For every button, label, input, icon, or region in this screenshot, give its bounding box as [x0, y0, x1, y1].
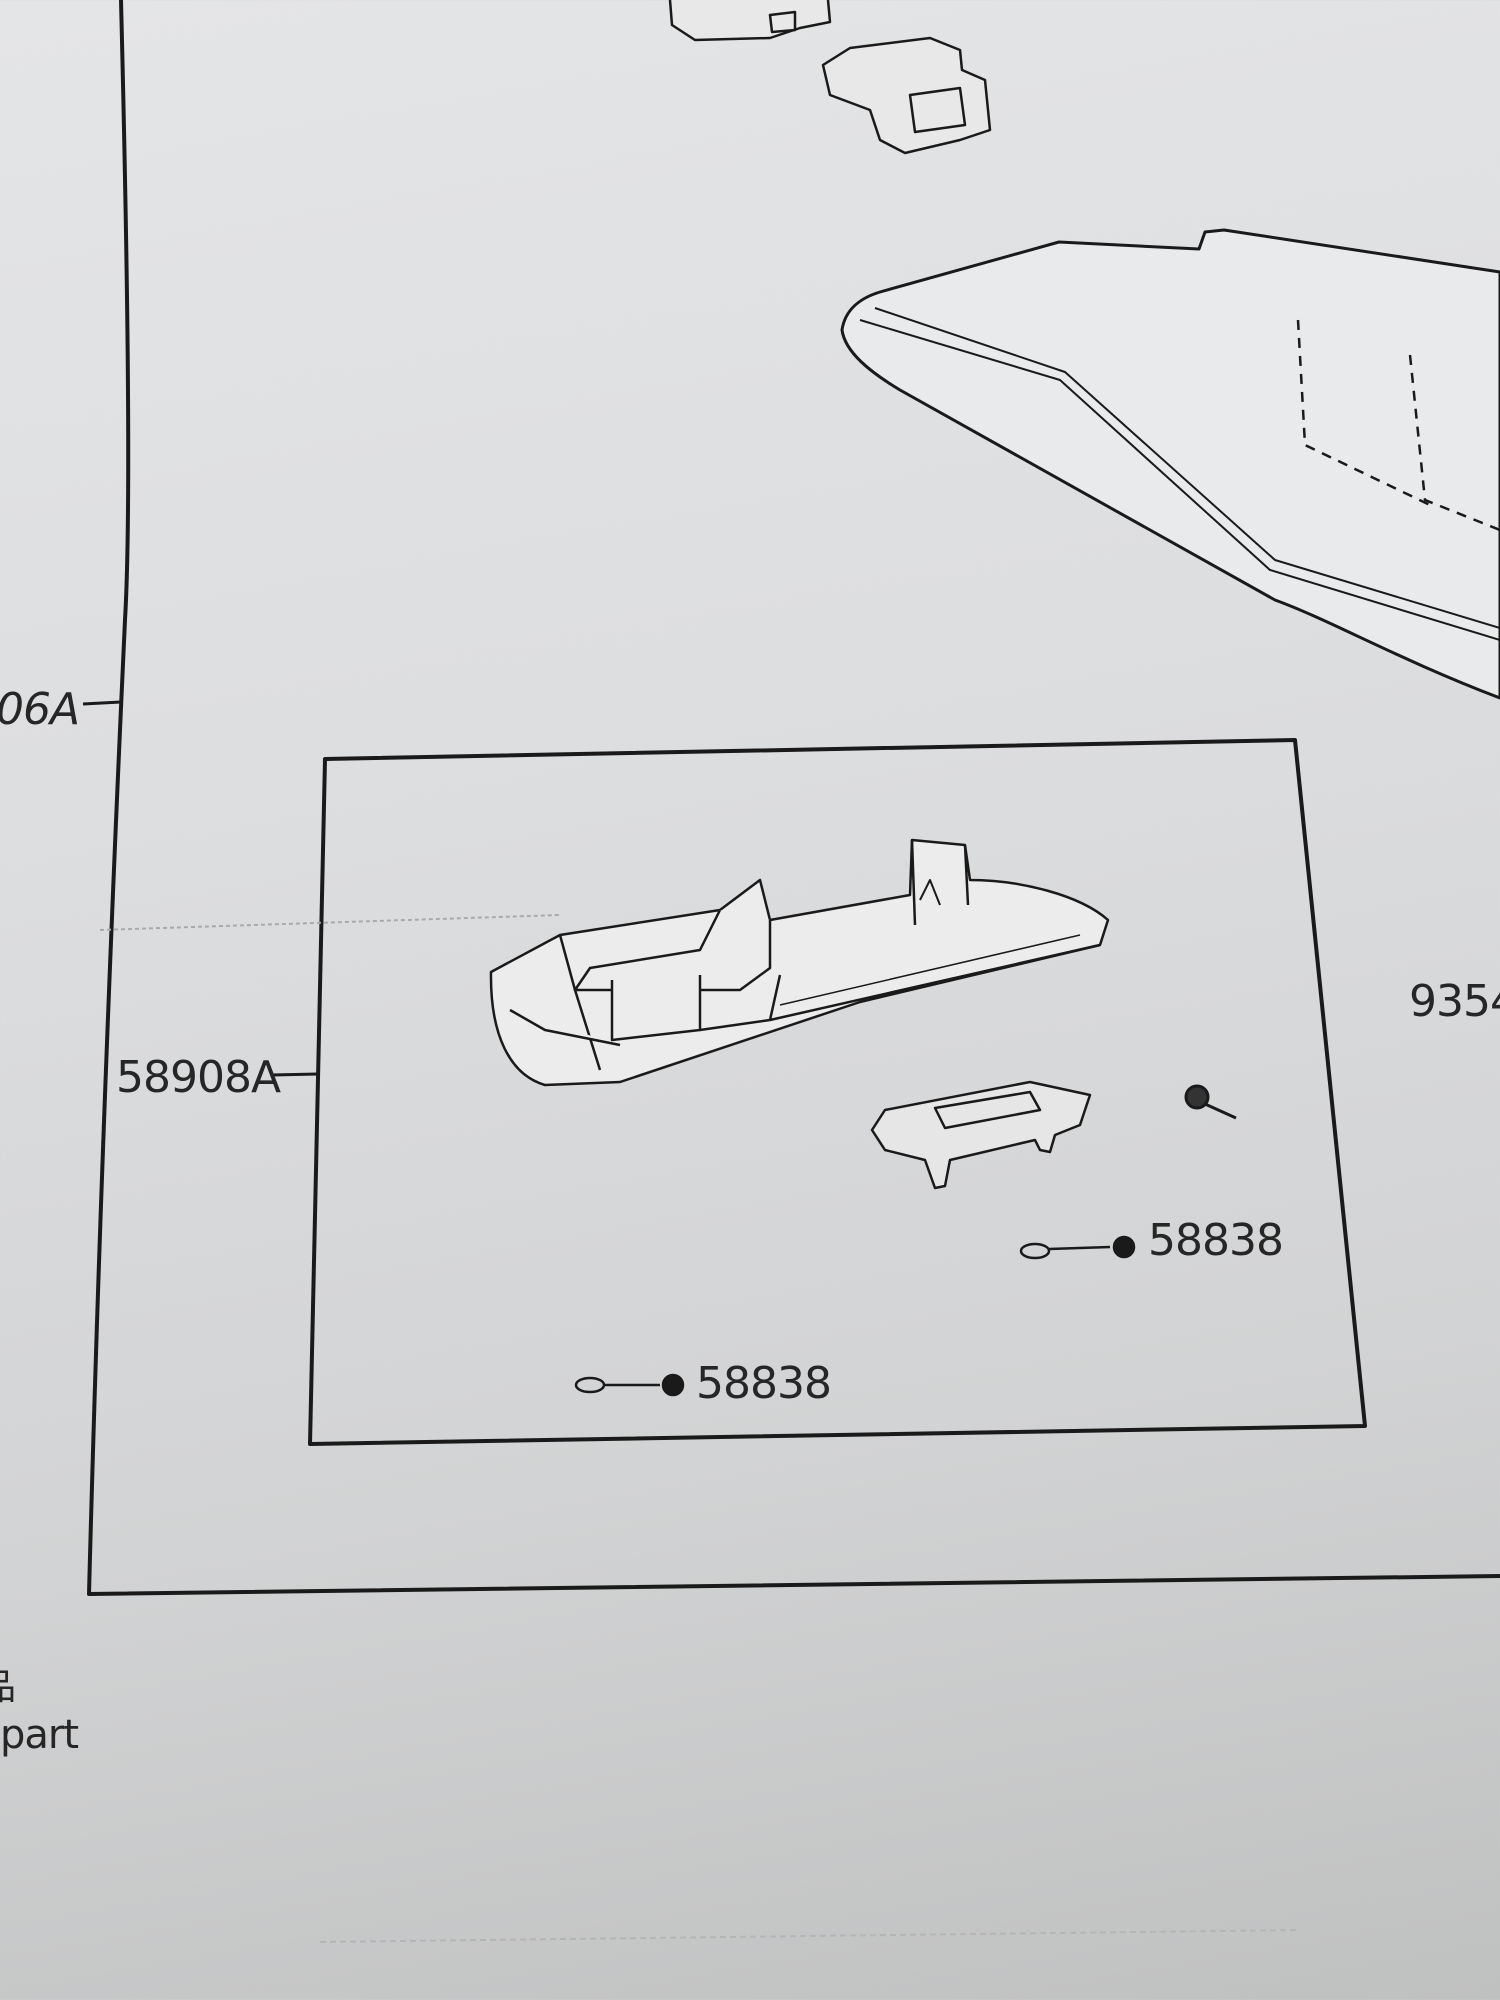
callout-label-58908a: 58908A [116, 1052, 281, 1103]
callout-label-58838-lower: 58838 [696, 1358, 832, 1409]
footer-text-part: part [0, 1712, 79, 1758]
clip-part-icon [668, 0, 992, 155]
sun-visor-icon [840, 228, 1500, 700]
inner-detail-box [308, 738, 1367, 1446]
screw-icon [1184, 1084, 1237, 1120]
callout-label-58838-upper: 58838 [1148, 1215, 1284, 1266]
dome-lamp-housing-icon [489, 838, 1110, 1087]
footer-box-outline [319, 1929, 1301, 1943]
pin-icon-upper [1019, 1235, 1136, 1260]
pin-icon-lower [574, 1373, 685, 1397]
footer-symbol: 品 [0, 1658, 16, 1710]
callout-label-93540: 9354( [1409, 976, 1500, 1027]
outer-frame [87, 0, 1500, 1596]
callout-line-06a [82, 700, 122, 706]
callout-line-58908a [271, 1072, 319, 1077]
lamp-lens-icon [870, 1080, 1092, 1190]
callout-label-06a: 06A [0, 684, 80, 735]
paper-fold-line [99, 914, 561, 931]
